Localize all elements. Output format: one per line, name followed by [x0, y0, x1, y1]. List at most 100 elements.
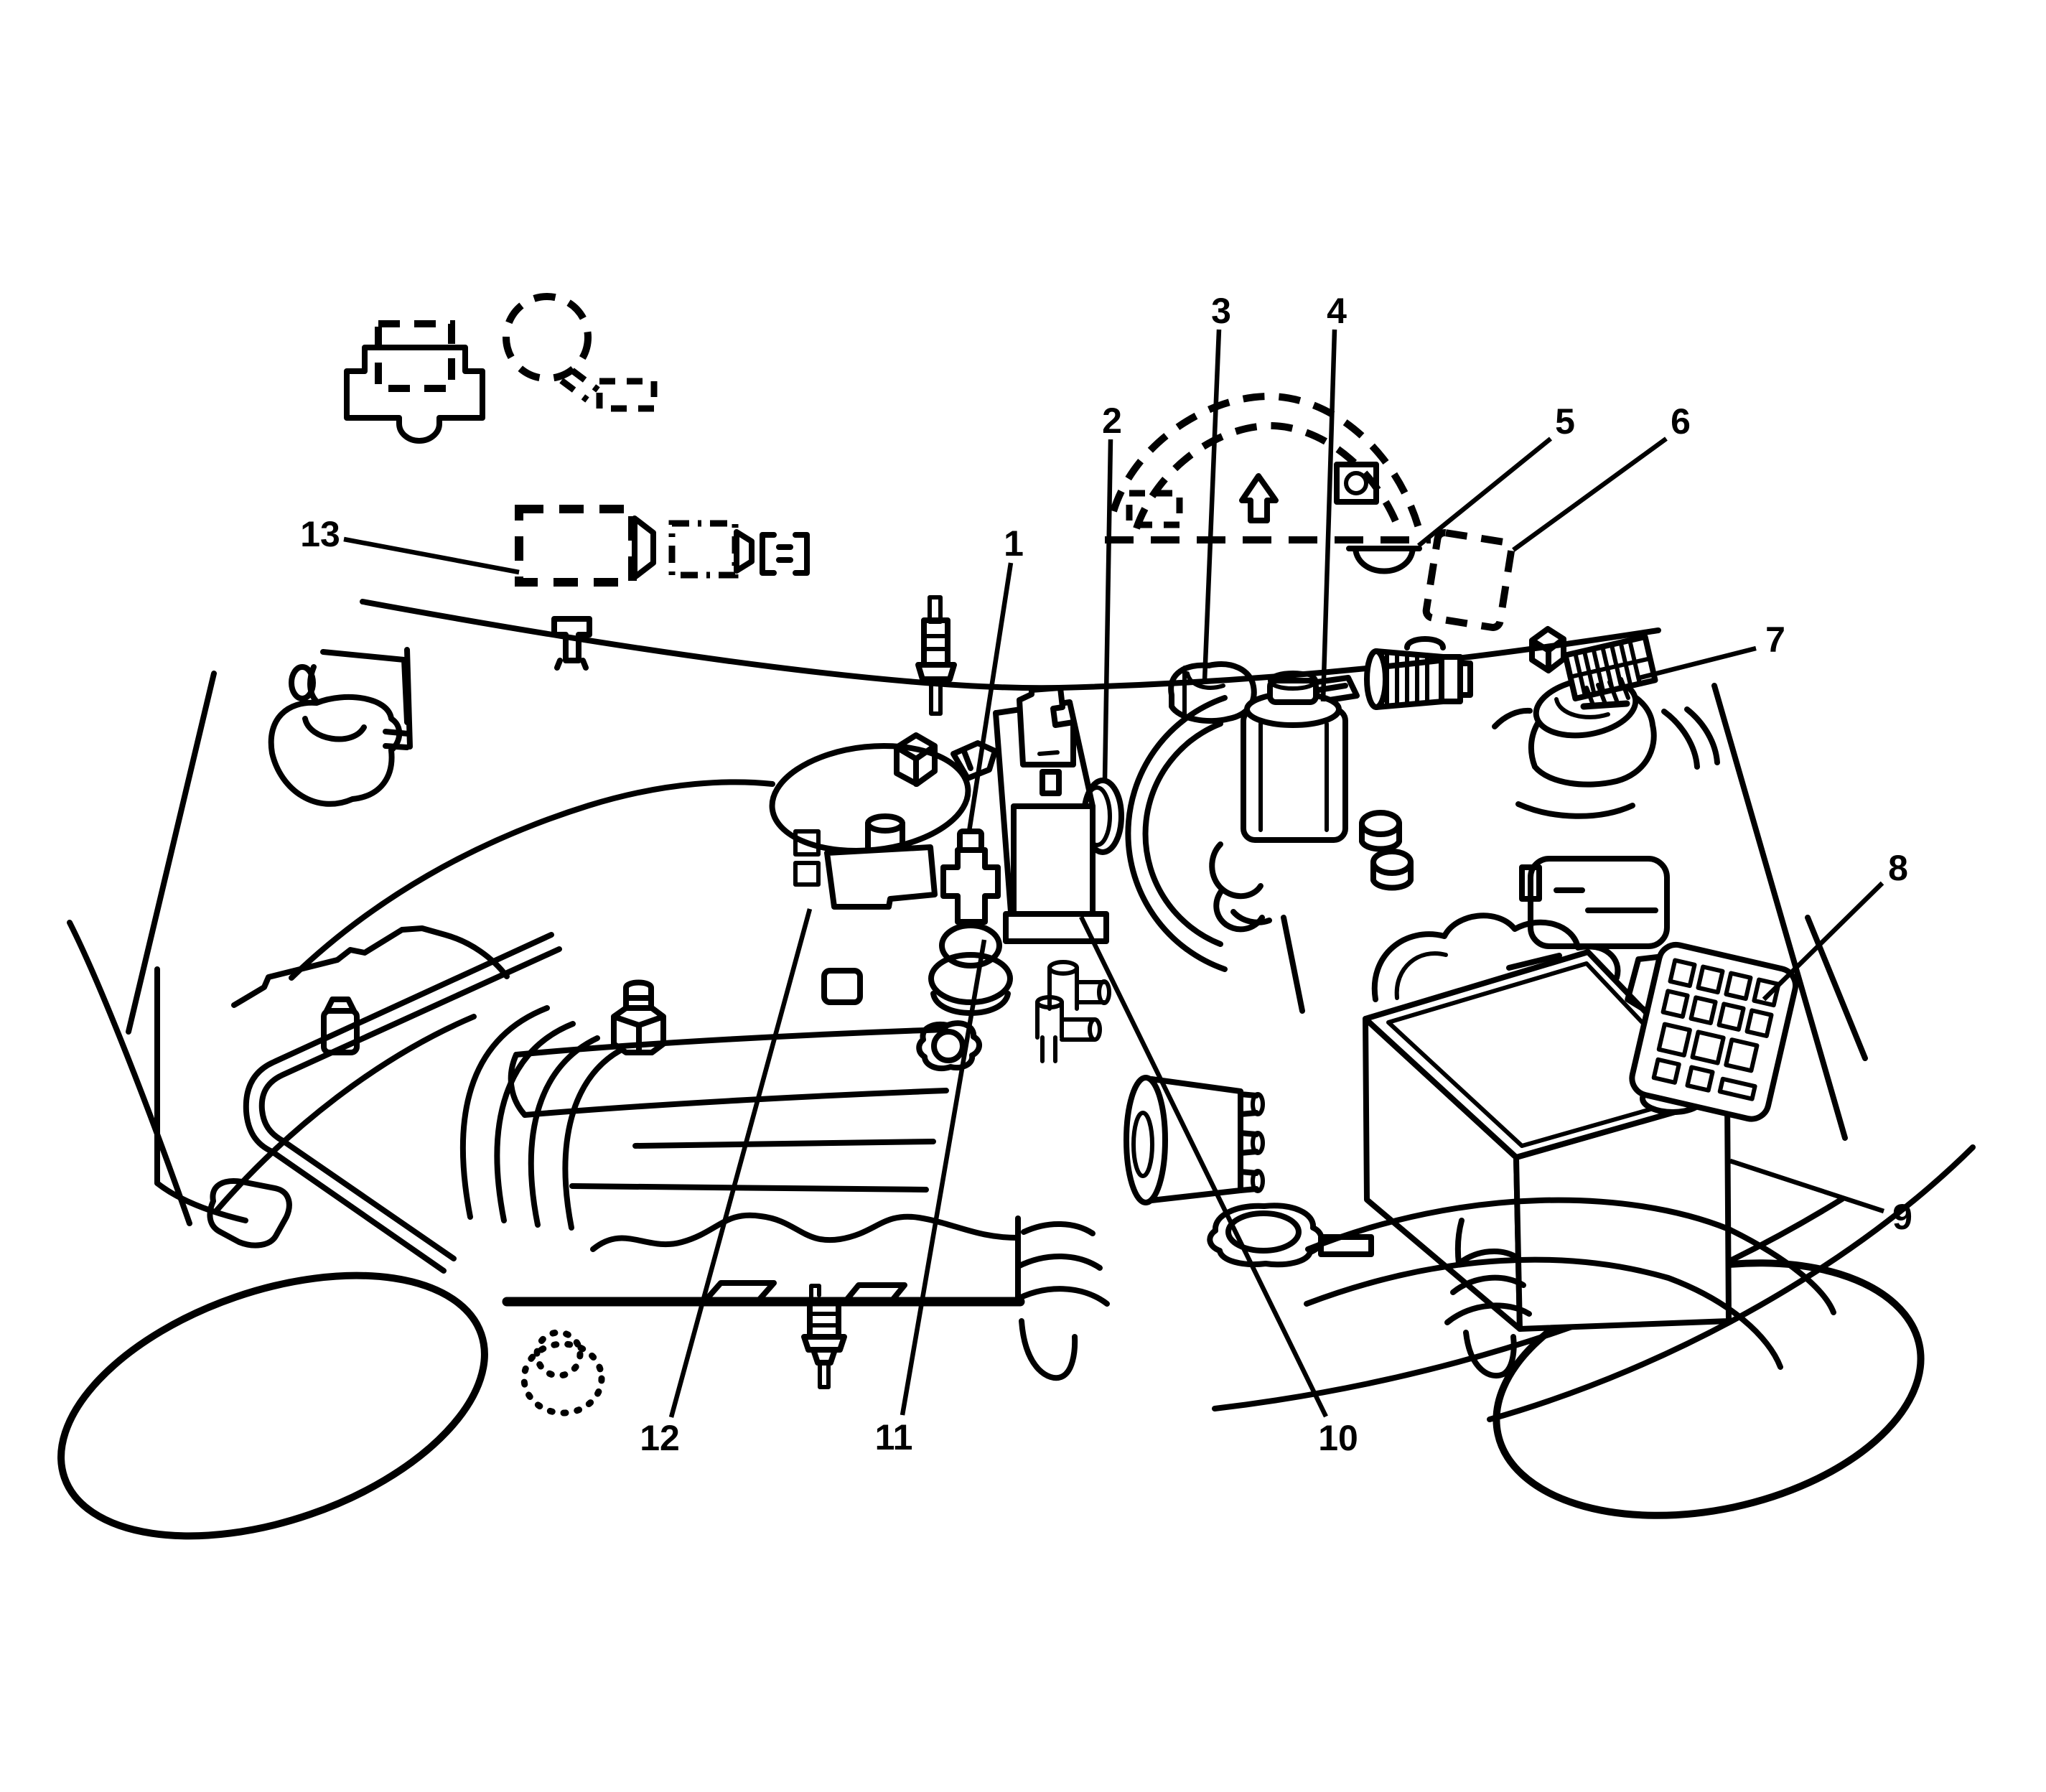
left-lower-body-line	[67, 920, 192, 1226]
battery-handle	[1371, 913, 1621, 1002]
fuel-line-2	[258, 946, 562, 1261]
cowl-plug-sensor	[915, 595, 957, 716]
up-arrow-icon	[1239, 473, 1279, 523]
right-group	[1125, 626, 1720, 1014]
left-wheel	[57, 1271, 488, 1540]
air-snorkel-silhouette	[231, 925, 510, 1008]
fuse-relay-box	[1625, 941, 1798, 1122]
callout-number-9: 9	[1892, 1197, 1912, 1237]
booster-pipe-1	[1209, 841, 1263, 900]
dashed-module-item-13	[515, 505, 810, 587]
cover-bolt	[821, 968, 863, 1005]
block-slot-1	[702, 1280, 777, 1304]
valve-cover-mid	[522, 1088, 949, 1118]
dashed-rect-on-arch	[1126, 490, 1183, 528]
callout-number-10: 10	[1318, 1418, 1358, 1458]
callout-number-3: 3	[1211, 291, 1231, 331]
cowl-line	[360, 599, 1661, 691]
cowl-clip-2	[950, 740, 998, 781]
strut-tower-arcs	[1492, 706, 1720, 819]
cube-connector-1	[894, 732, 938, 787]
brake-booster-arc-2	[1125, 695, 1228, 972]
leader-line-12	[668, 908, 813, 1418]
bracket-outline	[344, 345, 485, 444]
callout-10: 10	[1079, 915, 1358, 1458]
front-body-sweep-1	[1212, 1196, 1845, 1411]
leader-line-8	[1762, 881, 1884, 1002]
dish-item-5	[1346, 546, 1422, 574]
washer-pump-detail	[302, 647, 413, 750]
valve-cover-left-end	[508, 1052, 528, 1118]
leader-line-5	[1416, 437, 1553, 548]
callout-13: 13	[300, 514, 520, 575]
oil-pan-gasket-line	[590, 1212, 1020, 1252]
callout-number-8: 8	[1888, 848, 1908, 888]
oil-filler-cap-inner	[931, 1029, 966, 1063]
engine-mount-foot	[1019, 1318, 1078, 1381]
callout-number-13: 13	[300, 514, 340, 554]
box-connector	[1017, 685, 1076, 767]
coolant-cap	[1207, 1203, 1325, 1268]
intake-boot-rib-1	[460, 1005, 550, 1220]
dashed-windshield-arch	[1105, 392, 1431, 543]
relay-bracket-box	[1519, 856, 1670, 949]
callout-number-4: 4	[1327, 291, 1347, 331]
leader-line-9	[1729, 1158, 1885, 1214]
box-front-face	[1011, 803, 1096, 917]
leader-line-2	[1102, 439, 1113, 780]
washer-pump-housing	[268, 694, 403, 807]
engine-mount-arcs	[1011, 1221, 1110, 1307]
dashed-rect-connector	[375, 320, 455, 392]
snorkel-bolt	[321, 1008, 360, 1055]
callout-number-11: 11	[875, 1417, 913, 1457]
harness-cables	[1304, 1197, 1836, 1370]
leader-line-6	[1512, 437, 1668, 552]
battery-handle-inner	[1394, 951, 1448, 1000]
hidden-component-dotted	[533, 1329, 584, 1379]
square-symbol-circle	[1344, 471, 1368, 495]
callout-9: 9	[1729, 1158, 1912, 1237]
dashed-bulb-outline	[503, 293, 592, 382]
grommet-item-11	[928, 923, 1013, 1016]
callout-8: 8	[1762, 848, 1908, 1002]
strut-tower	[1492, 633, 1720, 819]
callout-1: 1	[966, 523, 1024, 832]
air-snorkel-top	[289, 779, 775, 981]
oil-pressure-sensor	[801, 1284, 847, 1389]
left-side-group	[207, 647, 775, 1274]
intake-boot-rib-2	[494, 1021, 576, 1223]
callout-5: 5	[1416, 401, 1575, 548]
leader-line-11	[900, 939, 987, 1416]
callout-7: 7	[1639, 620, 1785, 681]
small-caps	[1359, 810, 1414, 891]
heater-pipe-cylinder	[1124, 1075, 1265, 1205]
callout-number-2: 2	[1102, 401, 1122, 441]
valve-cover-bottom	[569, 1183, 929, 1193]
callout-number-6: 6	[1671, 401, 1691, 442]
right-fender-line	[1711, 683, 1848, 1141]
callout-11: 11	[875, 939, 987, 1457]
washer-bottle-body	[307, 649, 410, 725]
battery-top-dash	[1506, 953, 1562, 971]
front-body-sweep-2	[1487, 1144, 1976, 1422]
callout-4: 4	[1320, 291, 1347, 702]
valve-cover-top	[513, 1027, 948, 1058]
block-slot-2	[843, 1282, 907, 1304]
dashed-overlays	[344, 293, 1515, 631]
callout-number-5: 5	[1555, 401, 1575, 442]
cowl-clip	[551, 616, 592, 671]
oil-filler-cap	[916, 1020, 982, 1072]
master-cylinder-reservoir	[1241, 671, 1348, 843]
engine-group	[460, 960, 1374, 1417]
callout-number-1: 1	[1004, 523, 1024, 564]
leader-line-7	[1639, 645, 1757, 681]
strut-cap-grille-item-7	[1562, 633, 1658, 702]
booster-pipe-2	[1213, 887, 1265, 933]
left-fender-line	[126, 671, 217, 1035]
coolant-cap-inner	[1225, 1210, 1302, 1254]
leader-line-13	[343, 536, 520, 575]
callout-12: 12	[640, 908, 813, 1458]
